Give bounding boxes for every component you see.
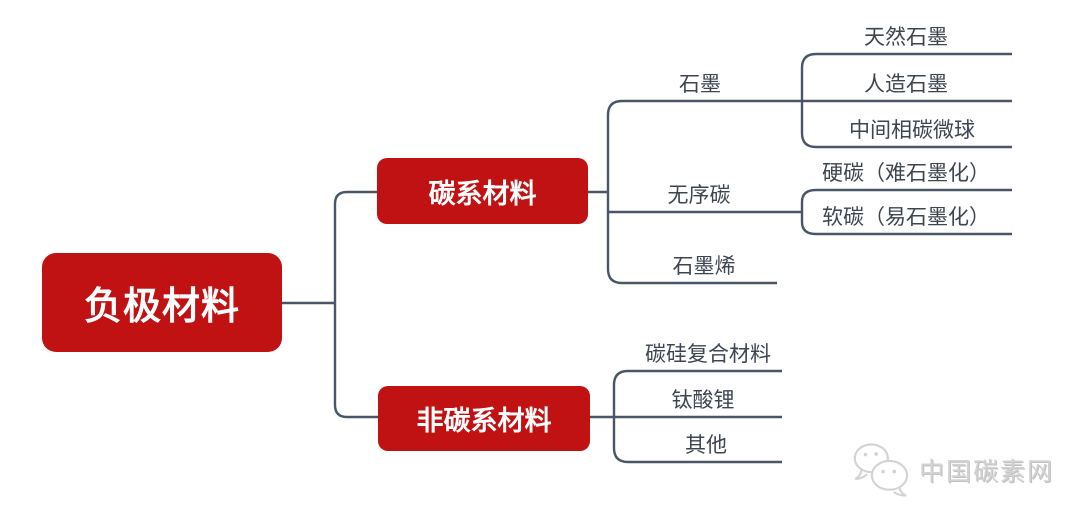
node-label-lithium-titanate[interactable]: 钛酸锂 bbox=[671, 389, 735, 412]
node-label-mesocarbon-microbeads[interactable]: 中间相碳微球 bbox=[849, 119, 975, 142]
node-label-hard-carbon[interactable]: 硬碳（难石墨化） bbox=[822, 162, 990, 185]
chat-bubbles-icon bbox=[853, 443, 909, 497]
branch-node-carbon-materials[interactable]: 碳系材料 bbox=[377, 158, 588, 224]
node-label-natural-graphite[interactable]: 天然石墨 bbox=[864, 26, 948, 49]
node-label-carbon-silicon-composite[interactable]: 碳硅复合材料 bbox=[645, 343, 771, 366]
root-node-anode-materials[interactable]: 负极材料 bbox=[42, 253, 282, 352]
node-label-soft-carbon[interactable]: 软碳（易石墨化） bbox=[822, 206, 990, 229]
watermark: 中国碳素网 bbox=[850, 441, 1054, 499]
node-label-artificial-graphite[interactable]: 人造石墨 bbox=[864, 73, 948, 96]
watermark-text: 中国碳素网 bbox=[919, 458, 1055, 486]
branch-node-non-carbon-materials[interactable]: 非碳系材料 bbox=[378, 386, 590, 451]
node-label-other[interactable]: 其他 bbox=[685, 434, 727, 457]
node-label-graphene[interactable]: 石墨烯 bbox=[672, 255, 736, 278]
node-label-graphite[interactable]: 石墨 bbox=[679, 73, 721, 96]
node-label-disordered-carbon[interactable]: 无序碳 bbox=[667, 184, 731, 207]
